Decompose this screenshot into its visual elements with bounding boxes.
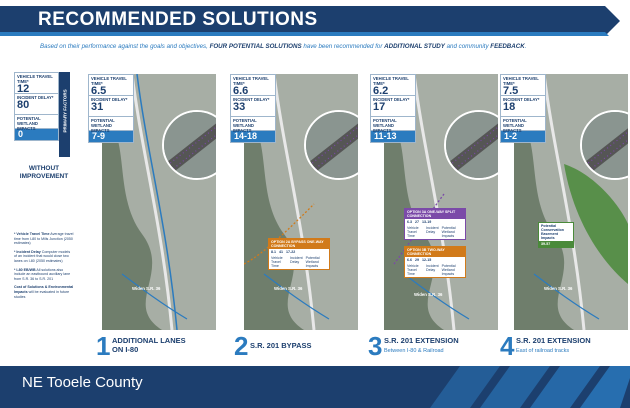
- zoom-inset: [304, 110, 358, 180]
- metric-value: 12: [17, 83, 30, 95]
- zoom-inset: [162, 110, 216, 180]
- conservation-box: Potential Conservation Easement Impacts …: [538, 222, 574, 248]
- footer-shape: [0, 366, 630, 408]
- solution-metrics-card: VEHICLE TRAVEL TIME*6.5 INCIDENT DELAY*3…: [88, 74, 134, 143]
- note-item: * Vehicle Travel Time Average travel tim…: [14, 232, 74, 246]
- page-subtitle: Based on their performance against the g…: [40, 43, 527, 50]
- metric-value: 6.5: [91, 85, 107, 97]
- page-title: RECOMMENDED SOLUTIONS: [38, 9, 318, 30]
- metric-wetland-value: 11-13: [371, 131, 415, 142]
- header-banner: RECOMMENDED SOLUTIONS: [0, 6, 620, 36]
- metric-wetland-value: 7-9: [89, 131, 133, 142]
- note-item: * I-80 EB/WB All solutions also include …: [14, 267, 71, 281]
- metric-value: 6.6: [233, 85, 249, 97]
- metric-wetland-value: 0: [15, 129, 58, 140]
- note-item: Cost of Solutions & Environmental Impact…: [14, 285, 74, 299]
- metric-wetland-value: 14-18: [231, 131, 275, 142]
- solution-metrics-card: VEHICLE TRAVEL TIME*6.6 INCIDENT DELAY*3…: [230, 74, 276, 143]
- footer-banner: NE Tooele County: [0, 366, 630, 408]
- map-route-label: Widen S.R. 36: [414, 292, 443, 297]
- metric-incident-delay: INCIDENT DELAY* 80: [15, 94, 58, 115]
- map-panel: Potential Conservation Easement Impacts …: [514, 74, 628, 330]
- footnotes: * Vehicle Travel Time Average travel tim…: [14, 232, 74, 303]
- metric-value: 6.2: [373, 85, 389, 97]
- zoom-inset: [444, 110, 498, 180]
- zoom-inset: [580, 110, 628, 180]
- metric-value: 7.5: [503, 85, 519, 97]
- banner-shape: [0, 6, 620, 36]
- solution-metrics-card: VEHICLE TRAVEL TIME*6.2 INCIDENT DELAY*1…: [370, 74, 416, 143]
- primary-factors-tab: PRIMARY FACTORS: [59, 72, 70, 157]
- metric-wetland-value: 1-2: [501, 131, 545, 142]
- metric-travel-time: VEHICLE TRAVEL TIME* 12: [15, 73, 58, 95]
- metric-value: 31: [91, 101, 104, 113]
- footer-title: NE Tooele County: [22, 374, 143, 391]
- metric-value: 33: [233, 101, 246, 113]
- solution-4-map: Potential Conservation Easement Impacts …: [500, 74, 628, 330]
- map-route-label: Widen S.R. 36: [132, 286, 161, 291]
- metric-value: 18: [503, 101, 516, 113]
- note-item: * Incident Delay Computer models of an i…: [14, 249, 71, 263]
- map-route-label: Widen S.R. 36: [274, 286, 303, 291]
- map-terrain: [102, 74, 216, 330]
- solution-1-map: Widen S.R. 36 VEHICLE TRAVEL TIME*6.5 IN…: [88, 74, 216, 330]
- metric-wetland: POTENTIAL WETLAND IMPACTS: [15, 115, 58, 131]
- map-route-label: Widen S.R. 36: [544, 286, 573, 291]
- metric-value: 17: [373, 101, 386, 113]
- without-improvement-heading: WITHOUT IMPROVEMENT: [19, 165, 69, 180]
- metric-value: 80: [17, 99, 30, 111]
- solution-metrics-card: VEHICLE TRAVEL TIME*7.5 INCIDENT DELAY*1…: [500, 74, 546, 143]
- baseline-metrics-card: VEHICLE TRAVEL TIME* 12 INCIDENT DELAY* …: [14, 72, 70, 158]
